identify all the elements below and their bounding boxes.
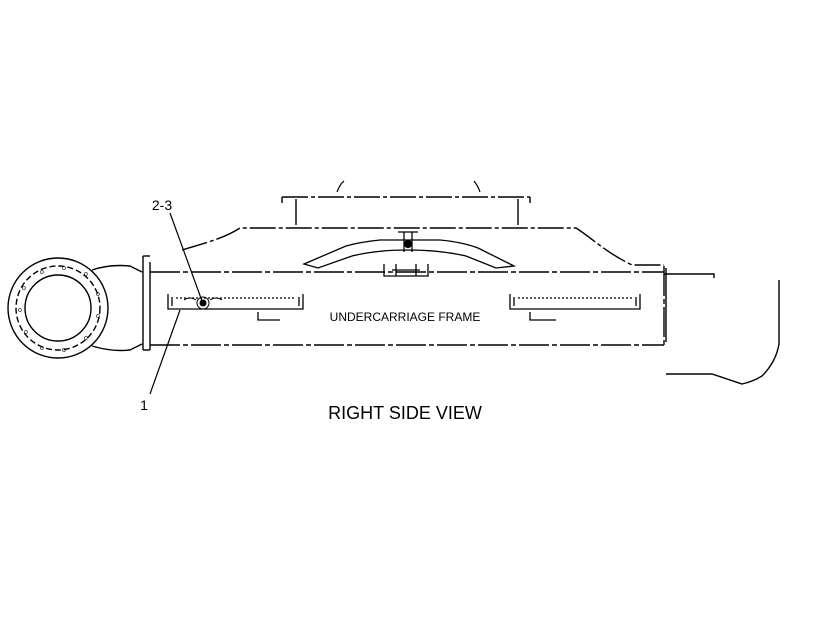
svg-text:o: o (84, 335, 88, 342)
svg-text:o: o (96, 313, 100, 320)
svg-text:o: o (84, 271, 88, 278)
upper-structure (181, 196, 664, 266)
leader-lines (149, 212, 203, 395)
fitting-marker (183, 296, 223, 310)
center-bracket (302, 231, 517, 277)
hub-bolts: o o o o o o o o o o o (18, 265, 100, 354)
svg-text:o: o (96, 291, 100, 298)
main-frame-beam (150, 266, 665, 346)
idler-hub (7, 257, 143, 359)
callout-1: 1 (140, 397, 148, 413)
callout-2-3: 2-3 (152, 197, 172, 213)
frame-label: UNDERCARRIAGE FRAME (330, 310, 481, 324)
left-guard (167, 294, 304, 321)
view-title: RIGHT SIDE VIEW (328, 403, 482, 423)
svg-text:o: o (18, 307, 22, 314)
svg-text:o: o (62, 347, 66, 354)
upper-arcs (336, 180, 481, 193)
svg-text:o: o (22, 285, 26, 292)
right-guard (509, 294, 641, 321)
leader-2-3 (169, 212, 203, 302)
svg-text:o: o (62, 265, 66, 272)
leader-1 (149, 309, 181, 395)
svg-text:o: o (24, 329, 28, 336)
rear-structure (664, 273, 780, 385)
svg-text:o: o (40, 345, 44, 352)
svg-text:o: o (40, 269, 44, 276)
frame-end-plates (142, 255, 667, 351)
